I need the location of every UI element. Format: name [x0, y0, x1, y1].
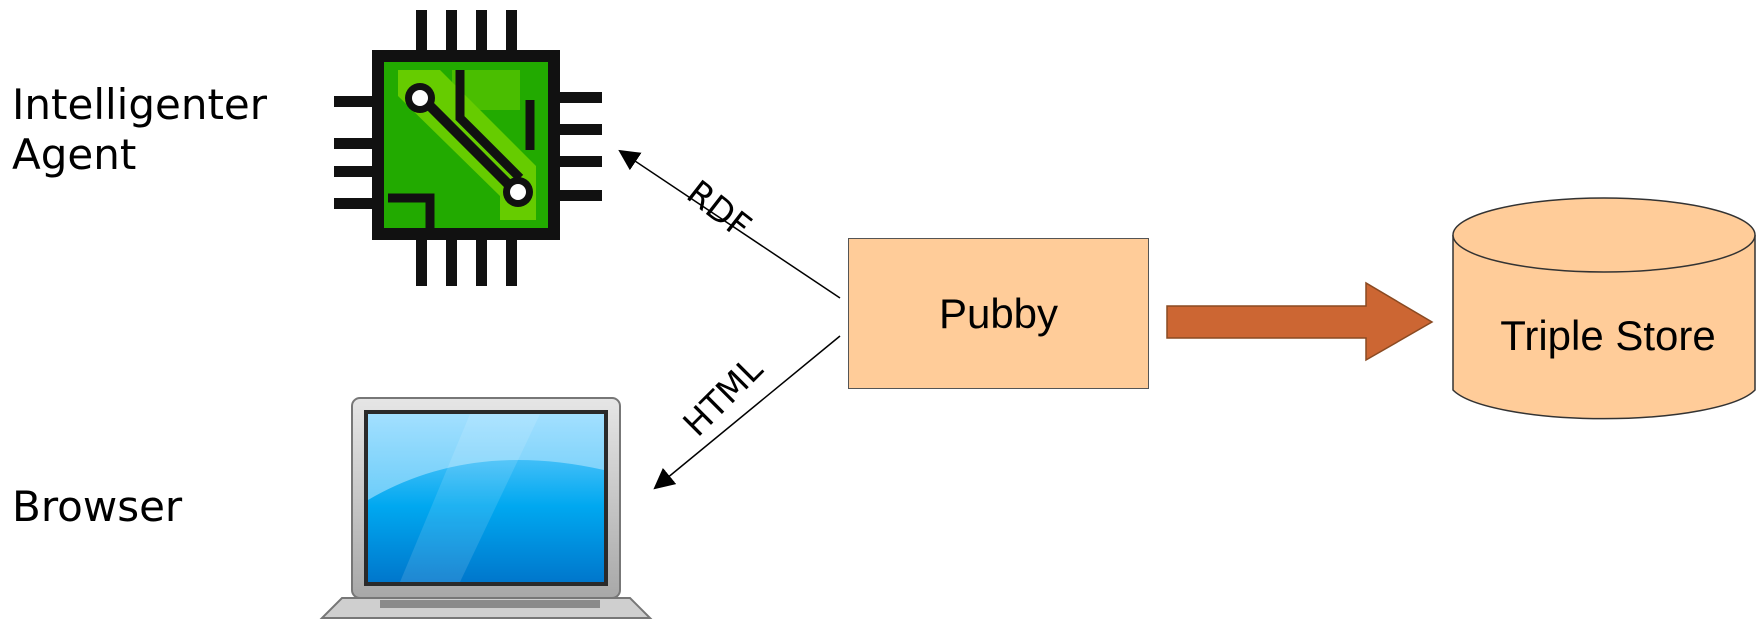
rdf-edge: [618, 149, 841, 299]
database-cylinder-icon: [1452, 197, 1756, 420]
browser-label: Browser: [12, 482, 183, 531]
chip-icon: [334, 10, 602, 286]
agent-label-line1: Intelligenter: [12, 80, 268, 129]
pubby-box: Pubby: [848, 238, 1149, 389]
pubby-label: Pubby: [938, 289, 1059, 337]
store-arrow: [1166, 281, 1434, 362]
laptop-icon: [319, 397, 653, 619]
html-edge: [653, 335, 841, 490]
agent-label: Intelligenter Agent: [12, 80, 267, 180]
triple-store-label: Triple Store: [1500, 312, 1716, 359]
agent-label-line2: Agent: [12, 130, 137, 179]
